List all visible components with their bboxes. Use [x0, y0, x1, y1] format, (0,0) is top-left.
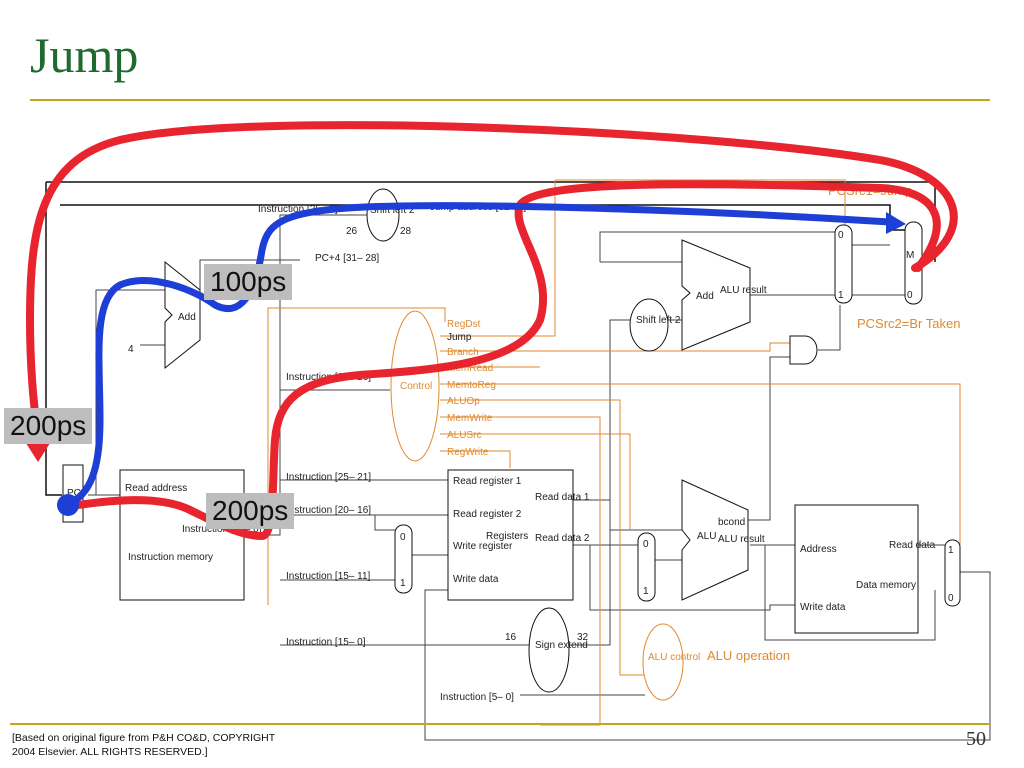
- n16-label: 16: [505, 632, 517, 643]
- write-register-label: Write register: [453, 541, 513, 552]
- slide-title: Jump: [30, 27, 139, 83]
- page-number: 50: [966, 728, 986, 750]
- sign-extend-label: Sign extend: [535, 640, 588, 651]
- read-data-1-label: Read data 1: [535, 492, 590, 503]
- signal-jump: Jump: [447, 332, 472, 343]
- memtoreg-mux: [944, 539, 961, 607]
- instr-15-0-label: Instruction [15– 0]: [286, 637, 366, 648]
- data-memory-label: Data memory: [856, 580, 916, 591]
- instr-25-21-label: Instruction [25– 21]: [286, 472, 371, 483]
- critical-path-blue: [64, 202, 894, 508]
- signal-alusrc: ALUSrc: [447, 430, 481, 441]
- regdst-mux: [394, 524, 413, 594]
- title-rule: [30, 99, 990, 101]
- red-arrowhead: [24, 440, 52, 462]
- signal-memwrite: MemWrite: [447, 413, 493, 424]
- data-wires: [88, 214, 991, 741]
- read-data-label: Read data: [889, 540, 936, 551]
- pcsrc2-label: PCSrc2=Br Taken: [857, 316, 960, 331]
- control-signal-labels: RegDst Jump Branch MemRead MemtoReg ALUO…: [447, 319, 496, 458]
- pc-label: PC: [67, 488, 81, 499]
- read-data-2-label: Read data 2: [535, 533, 590, 544]
- alu-result-label: ALU result: [718, 534, 765, 545]
- critical-path-red: [26, 121, 958, 540]
- n28-label: 28: [400, 226, 412, 237]
- branch-mux-1: 1: [838, 290, 844, 301]
- n26-label: 26: [346, 226, 358, 237]
- pc-origin-dot: [57, 494, 79, 516]
- instr-20-16-label: Instruction [20– 16]: [286, 505, 371, 516]
- bcond-label: bcond: [718, 517, 745, 528]
- jump-mux-0: 0: [907, 290, 913, 301]
- alu-control-label: ALU control: [648, 652, 700, 663]
- alu-operation-label: ALU operation: [707, 648, 790, 663]
- instr-15-11-label: Instruction [15– 11]: [286, 571, 371, 582]
- signal-regdst: RegDst: [447, 319, 481, 330]
- write-data-label: Write data: [453, 574, 499, 585]
- credit-text: [Based on original figure from P&H CO&D,…: [12, 732, 275, 758]
- alusrc-mux: [637, 532, 656, 602]
- memtoreg-mux-0: 0: [948, 593, 954, 604]
- add-alu-result-label: ALU result: [720, 285, 767, 296]
- branch-adder: [681, 239, 751, 351]
- branch-mux-0: 0: [838, 230, 844, 241]
- pc4-label: PC+4 [31– 28]: [315, 253, 379, 264]
- alu-control: [642, 623, 684, 701]
- alu-label: ALU: [697, 531, 716, 542]
- read-register-1-label: Read register 1: [453, 476, 522, 487]
- shift-left2-top-label: Shift left 2: [370, 205, 415, 216]
- instr-25-0-label: Instruction [25– 0]: [258, 204, 338, 215]
- memtoreg-mux-1: 1: [948, 545, 954, 556]
- signal-memtoreg: MemtoReg: [447, 380, 496, 391]
- control-label: Control: [400, 381, 432, 392]
- signal-branch: Branch: [447, 347, 479, 358]
- shift-left2-mid: [629, 298, 669, 352]
- branch-and-gate: [789, 335, 818, 365]
- alusrc-mux-0: 0: [643, 539, 649, 550]
- jump-mux-M: M: [906, 250, 914, 261]
- regdst-mux-1: 1: [400, 578, 406, 589]
- instr-5-0-label: Instruction [5– 0]: [440, 692, 514, 703]
- sign-extend: [528, 607, 570, 693]
- signal-regwrite: RegWrite: [447, 447, 489, 458]
- write-data-mem-label: Write data: [800, 602, 846, 613]
- read-register-2-label: Read register 2: [453, 509, 522, 520]
- timing-200ps-left: 200ps: [4, 408, 93, 444]
- shift-left2-top: [366, 188, 400, 242]
- main-alu: [681, 479, 749, 601]
- control-wires: [267, 179, 961, 726]
- footer-rule: [10, 723, 990, 725]
- signal-aluop: ALUOp: [447, 396, 480, 407]
- blue-arrowhead: [886, 212, 906, 234]
- address-label: Address: [800, 544, 837, 555]
- registers-label: Registers: [486, 531, 528, 542]
- branch-mux: [834, 224, 853, 304]
- regdst-mux-0: 0: [400, 532, 406, 543]
- signal-memread: MemRead: [447, 363, 493, 374]
- n32-label: 32: [577, 632, 589, 643]
- register-file: [447, 469, 574, 601]
- instruction-memory: [119, 469, 245, 601]
- data-memory: [794, 504, 919, 634]
- timing-100ps: 100ps: [204, 264, 293, 300]
- read-address-label: Read address: [125, 483, 187, 494]
- add-left-label: Add: [178, 312, 196, 323]
- alusrc-mux-1: 1: [643, 586, 649, 597]
- shift-left2-mid-label: Shift left 2: [636, 315, 681, 326]
- control-unit: [390, 310, 440, 462]
- instruction-memory-label: Instruction memory: [128, 552, 213, 563]
- add-right-label: Add: [696, 291, 714, 302]
- four-label: 4: [128, 344, 134, 355]
- timing-200ps-mid: 200ps: [206, 493, 295, 529]
